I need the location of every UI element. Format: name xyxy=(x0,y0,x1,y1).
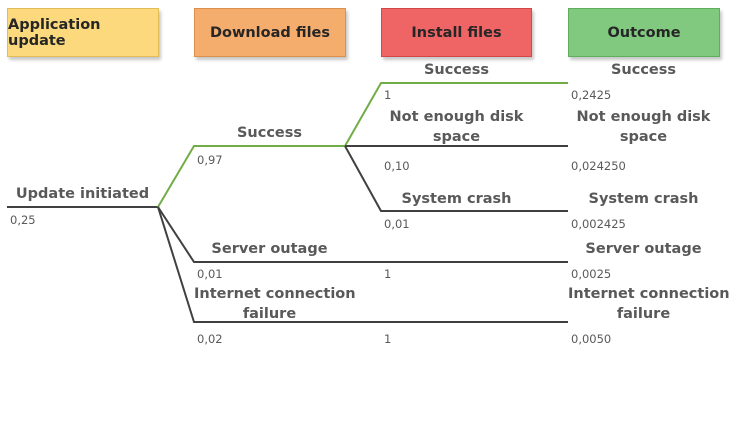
outcome-disk-space-label-line2: space xyxy=(619,129,668,145)
header-application-update: Application update xyxy=(7,8,159,57)
outcome-success-label: Success xyxy=(610,62,677,78)
outcome-internet-failure-value: 0,0050 xyxy=(571,332,612,346)
outcome-disk-space-label-line1: Not enough disk xyxy=(576,109,711,125)
outcome-internet-failure-label-line1: Internet connection xyxy=(568,286,729,302)
download-success-probability: 0,97 xyxy=(197,153,223,167)
outcome-success-value: 0,2425 xyxy=(571,88,612,102)
download-internet-failure-label-line2: failure xyxy=(242,306,297,322)
install-success-branch xyxy=(344,82,568,147)
download-server-outage-label: Server outage xyxy=(211,241,328,257)
install-disk-space-probability: 0,10 xyxy=(384,159,410,173)
root-probability: 0,25 xyxy=(10,213,36,227)
outcome-internet-failure-label-line2: failure xyxy=(616,306,671,322)
install-disk-space-label-line2: space xyxy=(432,129,481,145)
outcome-server-outage-label: Server outage xyxy=(585,241,702,257)
outcome-system-crash-value: 0,002425 xyxy=(571,217,626,231)
download-internet-failure-branch xyxy=(157,206,568,323)
header-install-files: Install files xyxy=(381,8,532,57)
download-success-branch xyxy=(157,145,345,208)
download-internet-failure-label: Internet connection failure xyxy=(194,284,356,324)
download-internet-failure-label-line1: Internet connection xyxy=(194,286,356,302)
install-success-probability: 1 xyxy=(384,88,392,102)
outcome-disk-space-value: 0,024250 xyxy=(571,159,626,173)
install-system-crash-probability: 0,01 xyxy=(384,217,410,231)
install-disk-space-label: Not enough disk space xyxy=(381,107,532,147)
outcome-system-crash-label: System crash xyxy=(588,191,699,207)
header-outcome: Outcome xyxy=(568,8,720,57)
install-system-crash-label: System crash xyxy=(401,191,512,207)
install-disk-space-label-line1: Not enough disk xyxy=(389,109,524,125)
outcome-server-outage-value: 0,0025 xyxy=(571,267,612,281)
install-system-crash-branch xyxy=(344,145,568,212)
install-internet-failure-probability: 1 xyxy=(384,332,392,346)
download-success-label: Success xyxy=(236,125,303,141)
download-internet-failure-probability: 0,02 xyxy=(197,332,223,346)
download-server-outage-probability: 0,01 xyxy=(197,267,223,281)
outcome-internet-failure-label: Internet connection failure xyxy=(568,284,729,324)
header-download-files: Download files xyxy=(194,8,346,57)
outcome-disk-space-label: Not enough disk space xyxy=(568,107,719,147)
download-server-outage-branch xyxy=(157,206,568,263)
root-label: Update initiated xyxy=(15,186,150,202)
install-success-label: Success xyxy=(423,62,490,78)
install-server-outage-probability: 1 xyxy=(384,267,392,281)
